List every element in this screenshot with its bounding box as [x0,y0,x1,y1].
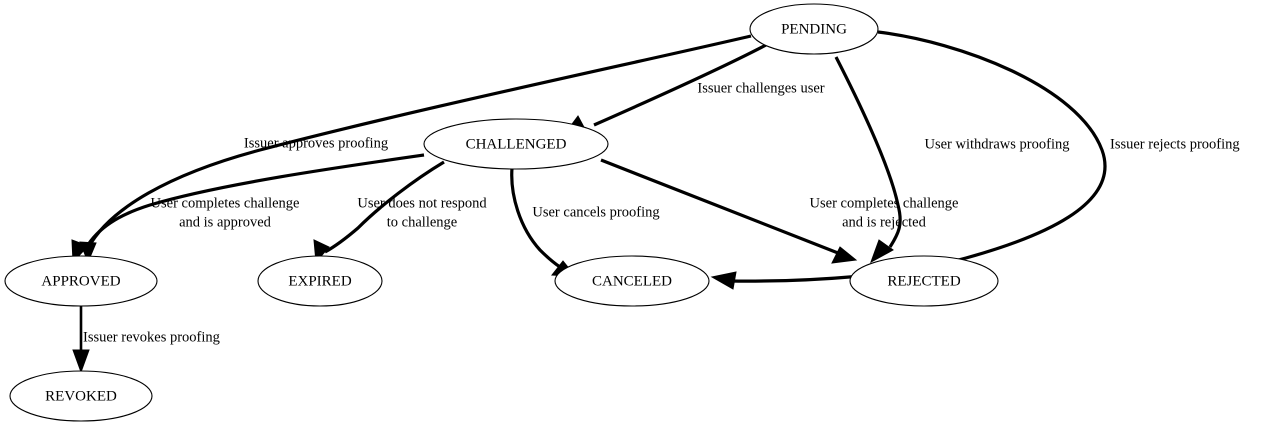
edge-challenged-expired [313,160,445,264]
edge-label-pending-rejected: User withdraws proofing [925,136,1070,152]
edge-challenged-rejected-path [600,158,839,255]
edge-approved-revoked-arrowhead [72,349,90,374]
edge-pending-approved-path [86,34,752,249]
node-revoked-shape[interactable] [9,370,153,422]
node-challenged-label: CHALLENGED [466,136,567,152]
node-approved-shape[interactable] [4,255,158,307]
edge-label-challenged-approved-line2: and is approved [179,214,272,230]
node-approved[interactable]: APPROVED [4,255,158,307]
edge-label-challenged-expired: User does not respond to challenge [357,195,487,230]
node-revoked-label: REVOKED [45,388,117,404]
edge-pending-canceled [710,30,1107,290]
edge-label-challenged-canceled: User cancels proofing [532,204,659,220]
node-rejected-shape[interactable] [849,255,999,307]
edge-challenged-rejected [600,158,858,264]
node-pending-shape[interactable] [749,3,879,55]
node-rejected[interactable]: REJECTED [849,255,999,307]
node-expired-label: EXPIRED [288,273,352,289]
edge-label-challenged-expired-line1: User does not respond [357,195,487,211]
edge-label-challenged-rejected-line2: and is rejected [842,214,926,230]
edge-label-pending-challenged: Issuer challenges user [697,80,824,96]
edge-label-approved-revoked: Issuer revokes proofing [83,329,220,345]
edge-pending-rejected-path [834,56,902,248]
node-canceled-shape[interactable] [554,255,710,307]
edge-label-pending-canceled: Issuer rejects proofing [1110,136,1240,152]
edge-challenged-approved-path [84,153,425,249]
node-pending-label: PENDING [781,21,847,37]
node-revoked[interactable]: REVOKED [9,370,153,422]
edge-pending-canceled-path [729,30,1107,283]
edge-challenged-canceled [510,167,577,277]
node-expired[interactable]: EXPIRED [257,255,383,307]
node-rejected-label: REJECTED [887,273,960,289]
node-expired-shape[interactable] [257,255,383,307]
edge-label-challenged-expired-line2: to challenge [387,214,457,230]
edge-label-challenged-approved-line1: User completes challenge [151,195,300,211]
node-canceled[interactable]: CANCELED [554,255,710,307]
edge-label-pending-approved: Issuer approves proofing [244,135,388,151]
node-canceled-label: CANCELED [592,273,672,289]
edge-challenged-canceled-path [510,167,561,269]
node-approved-label: APPROVED [41,273,120,289]
edge-challenged-expired-path [324,160,445,254]
edge-challenged-rejected-arrowhead [831,246,858,264]
edge-pending-rejected-arrowhead [870,239,894,264]
edge-pending-canceled-arrowhead [710,271,737,290]
edge-pending-challenged-path [593,43,767,127]
node-challenged-shape[interactable] [423,118,609,170]
node-challenged[interactable]: CHALLENGED [423,118,609,170]
edge-label-challenged-rejected: User completes challenge and is rejected [810,195,959,230]
edge-pending-rejected [834,56,902,264]
node-pending[interactable]: PENDING [749,3,879,55]
edge-approved-revoked [72,303,90,374]
edge-label-challenged-approved: User completes challenge and is approved [151,195,300,230]
edge-label-challenged-rejected-line1: User completes challenge [810,195,959,211]
